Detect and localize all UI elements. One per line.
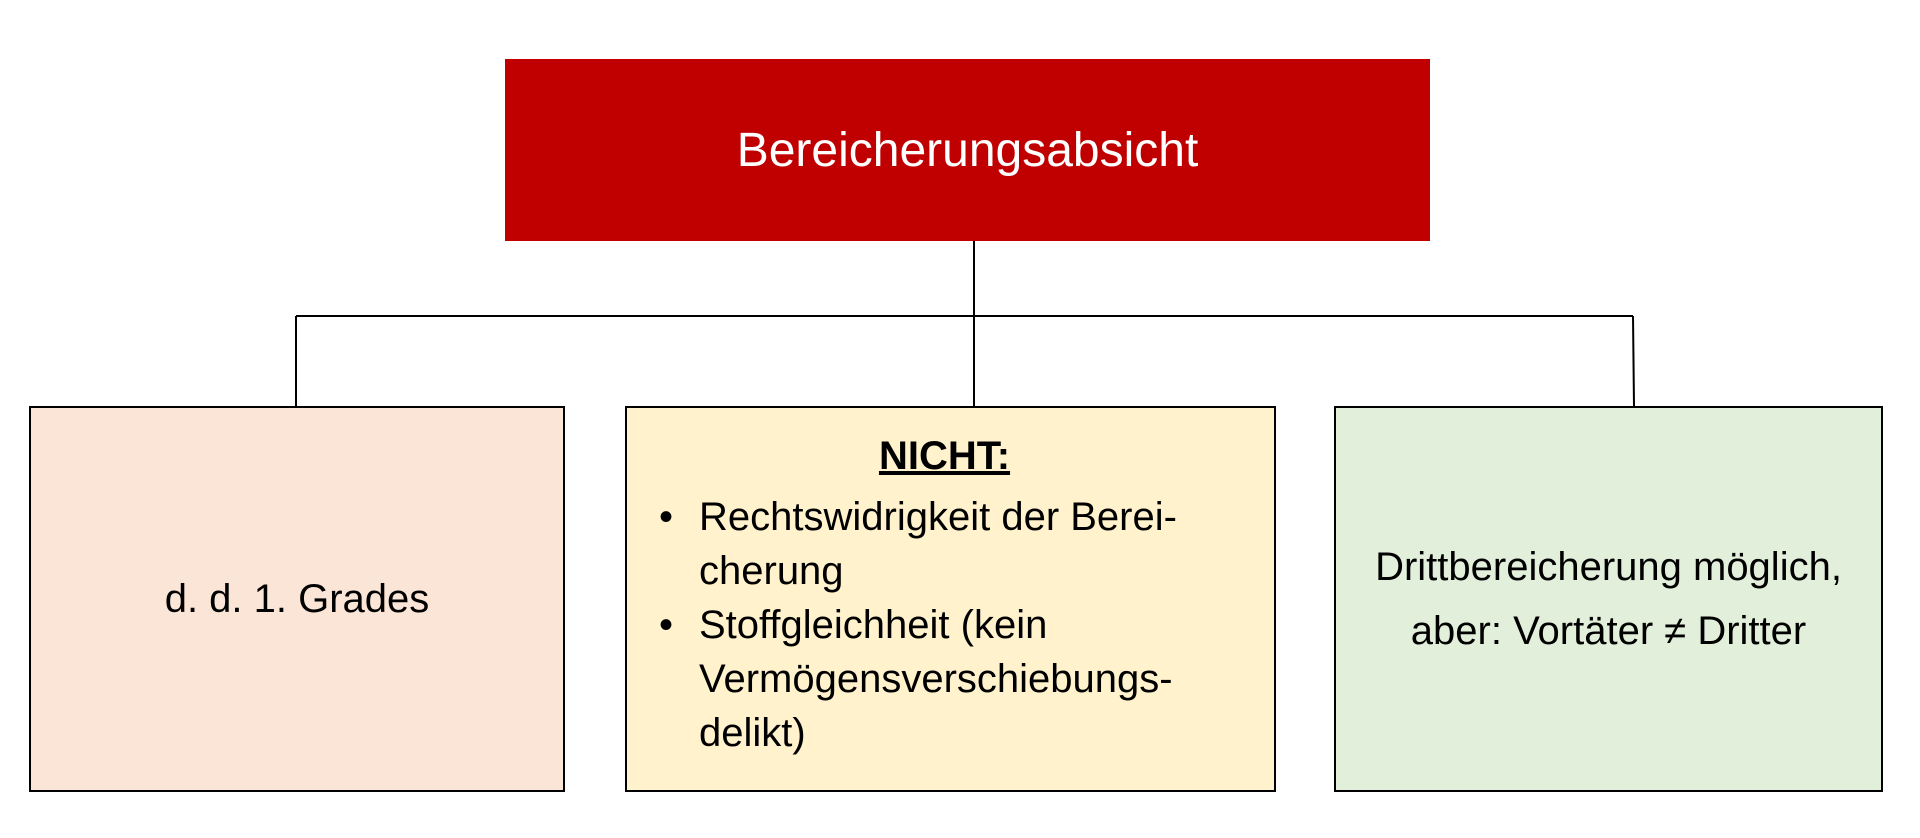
root-node-label: Bereicherungsabsicht — [736, 123, 1199, 177]
not-list-item: • Stoffgleichheit (kein Vermögensverschi… — [655, 598, 1234, 760]
bullet-icon: • — [659, 603, 674, 647]
not-list-item: • Rechtswidrigkeit der Berei- cherung — [655, 490, 1234, 598]
not-heading: NICHT: — [878, 434, 1011, 478]
child-node-grade: d. d. 1. Grades — [29, 406, 565, 792]
bullet-icon: • — [659, 495, 674, 539]
not-list-item-line: Rechtswidrigkeit der Berei- — [699, 495, 1177, 539]
child-node-third-party: Drittbereicherung möglich, aber: Vortäte… — [1334, 406, 1883, 792]
not-list-item-line: Stoffgleichheit (kein — [699, 603, 1048, 647]
third-party-line: Drittbereicherung möglich, — [1375, 545, 1842, 589]
third-party-line: aber: Vortäter ≠ Dritter — [1410, 609, 1807, 653]
not-list-item-line: delikt) — [699, 711, 806, 755]
not-list: • Rechtswidrigkeit der Berei- cherung • … — [655, 490, 1234, 760]
child-node-not: NICHT: • Rechtswidrigkeit der Berei- che… — [625, 406, 1276, 792]
connector-right-drop — [1632, 315, 1635, 407]
not-list-item-line: cherung — [699, 549, 844, 593]
root-node: Bereicherungsabsicht — [505, 59, 1430, 241]
not-list-item-line: Vermögensverschiebungs- — [699, 657, 1173, 701]
child-node-grade-label: d. d. 1. Grades — [164, 576, 430, 621]
